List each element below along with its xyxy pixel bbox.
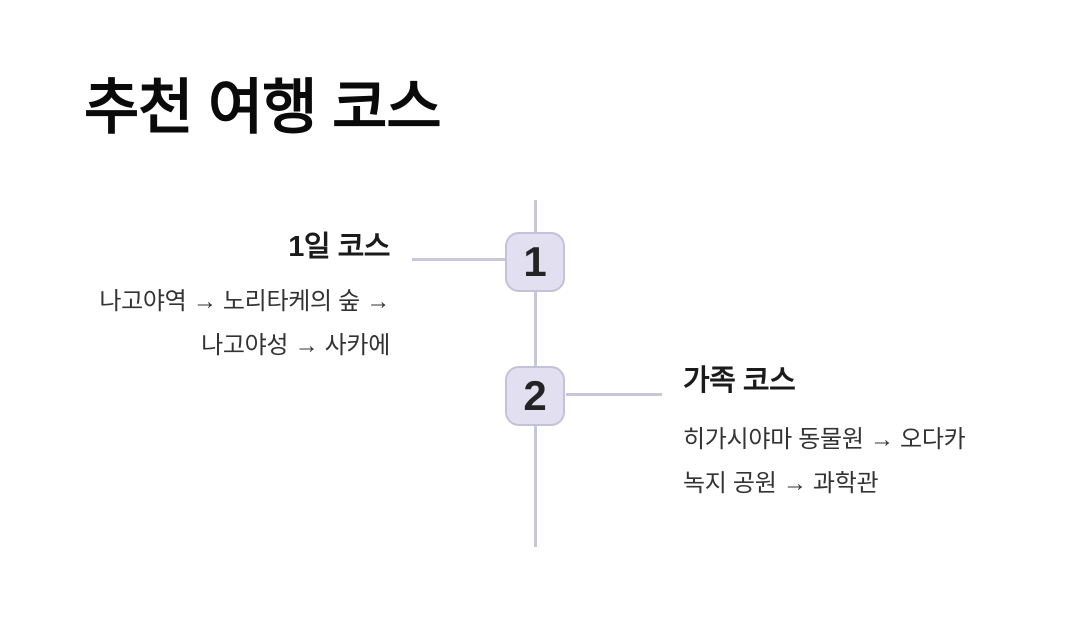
step-1-description: 나고야역 → 노리타케의 숲 → 나고야성 → 사카에 [60,280,390,368]
step-2-description: 히가시야마 동물원 → 오다카 녹지 공원 → 과학관 [683,418,1023,506]
step-1-label: 1일 코스 [288,231,390,263]
step-1-node-badge: 1 [505,232,565,292]
step-2-description-line-1: 히가시야마 동물원 → 오다카 [683,426,966,453]
step-1-connector-line [412,258,506,261]
step-2-description-line-2: 녹지 공원 → 과학관 [683,470,879,497]
step-2-number: 2 [523,372,547,419]
step-1-description-line-2: 나고야성 → 사카에 [201,332,390,359]
step-1-description-line-1: 나고야역 → 노리타케의 숲 → [99,288,390,315]
step-2-node-badge: 2 [505,366,565,426]
step-1-number: 1 [523,238,547,285]
step-2-label: 가족 코스 [683,365,796,397]
step-1-text-block: 1일 코스 나고야역 → 노리타케의 숲 → 나고야성 → 사카에 [60,228,390,368]
step-2-text-block: 가족 코스 히가시야마 동물원 → 오다카 녹지 공원 → 과학관 [683,362,1023,506]
page-title: 추천 여행 코스 [84,74,442,141]
step-2-connector-line [566,393,662,396]
